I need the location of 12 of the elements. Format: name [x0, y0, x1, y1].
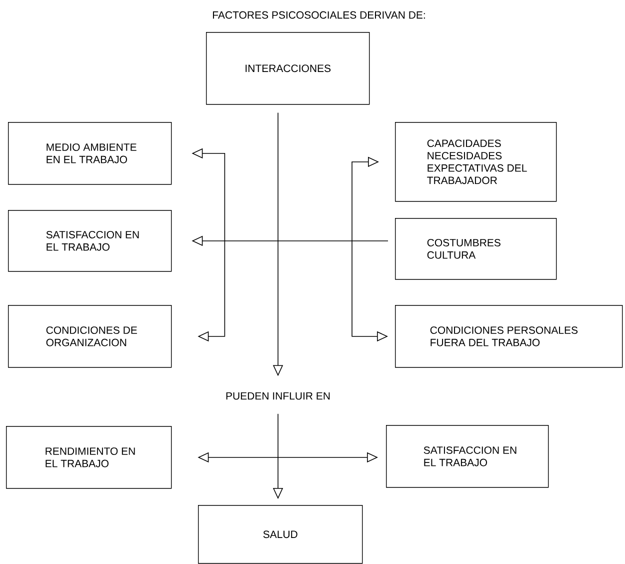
process-box: RENDIMIENTO EN EL TRABAJO: [6, 426, 172, 489]
process-box: SALUD: [198, 504, 363, 564]
process-box: COSTUMBRES CULTURA: [395, 218, 557, 280]
process-box: MEDIO AMBIENTE EN EL TRABAJO: [8, 122, 172, 185]
process-box: SATISFACCION EN EL TRABAJO: [8, 210, 172, 272]
process-box: CAPACIDADES NECESIDADES EXPECTATIVAS DEL TRABAJADOR: [395, 122, 557, 202]
process-box: CONDICIONES PERSONALES FUERA DEL TRABAJO: [395, 305, 623, 368]
process-box: CONDICIONES DE ORGANIZACION: [8, 305, 172, 368]
process-box: INTERACCIONES: [206, 32, 370, 105]
title: FACTORES PSICOSOCIALES DERIVAN DE:: [213, 11, 425, 19]
process-box: SATISFACCION EN EL TRABAJO: [386, 424, 549, 488]
text-label: PUEDEN INFLUIR EN: [226, 392, 330, 400]
